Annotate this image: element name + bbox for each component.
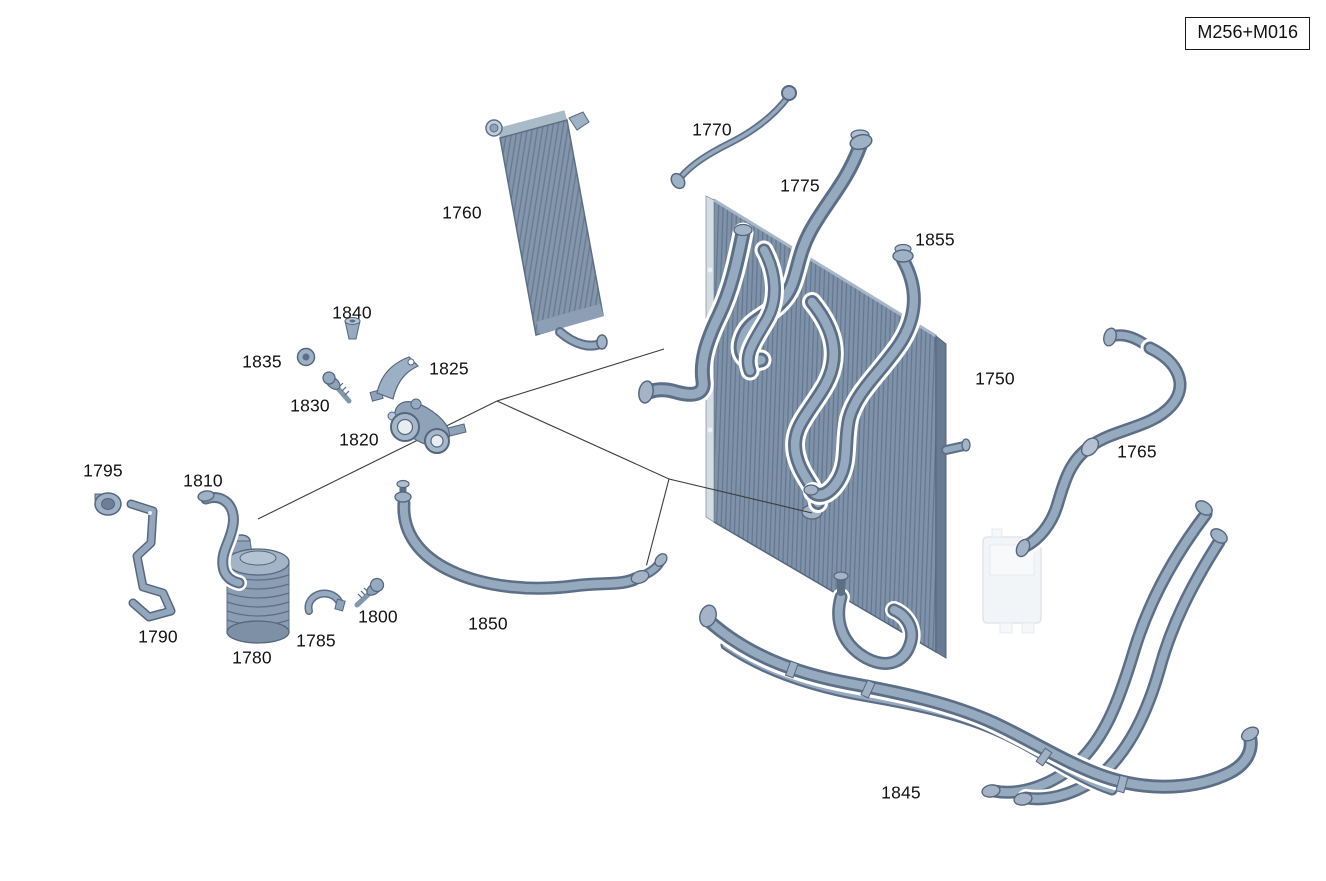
grommet-1835-drawing xyxy=(296,347,316,367)
callout-1820[interactable]: 1820 xyxy=(339,429,379,450)
hoses-1845-drawing xyxy=(697,571,1260,793)
callout-1835[interactable]: 1835 xyxy=(242,351,282,372)
callout-1770[interactable]: 1770 xyxy=(692,119,732,140)
screw-1800-drawing xyxy=(354,577,385,608)
hose-1855-drawing xyxy=(804,243,914,496)
callout-1775[interactable]: 1775 xyxy=(780,175,820,196)
hose-1810-drawing xyxy=(197,490,239,583)
thermostat-housing-1820-drawing xyxy=(387,398,467,454)
callout-1850[interactable]: 1850 xyxy=(468,613,508,634)
variant-code-box: M256+M016 xyxy=(1185,17,1310,50)
coolant-pipe-1770-drawing xyxy=(670,85,797,190)
small-radiator-1760-drawing xyxy=(485,110,608,351)
callout-1765[interactable]: 1765 xyxy=(1117,441,1157,462)
grommet-1840-drawing xyxy=(344,317,361,340)
callout-1825[interactable]: 1825 xyxy=(429,358,469,379)
cap-1795-drawing xyxy=(94,492,122,516)
clamp-1785-drawing xyxy=(304,589,346,615)
callout-1845[interactable]: 1845 xyxy=(881,782,921,803)
hose-1850-drawing xyxy=(395,479,668,589)
variant-code: M256+M016 xyxy=(1197,22,1298,42)
right-hose-pair-drawing xyxy=(981,500,1230,807)
callout-1785[interactable]: 1785 xyxy=(296,630,336,651)
water-pump-1780-drawing xyxy=(226,534,290,644)
hose-1775-drawing xyxy=(638,129,873,503)
callout-1810[interactable]: 1810 xyxy=(183,470,223,491)
callout-1855[interactable]: 1855 xyxy=(915,229,955,250)
callout-1800[interactable]: 1800 xyxy=(358,606,398,627)
callout-1760[interactable]: 1760 xyxy=(442,202,482,223)
bracket-1790-drawing xyxy=(126,499,176,622)
leader-lines xyxy=(257,348,813,572)
callout-1830[interactable]: 1830 xyxy=(290,395,330,416)
screw-1830-drawing xyxy=(322,371,352,404)
hose-1765-drawing xyxy=(1015,327,1180,558)
callout-1840[interactable]: 1840 xyxy=(332,302,372,323)
callout-1790[interactable]: 1790 xyxy=(138,626,178,647)
callout-1750[interactable]: 1750 xyxy=(975,368,1015,389)
bracket-1825-drawing xyxy=(369,356,420,402)
callout-1780[interactable]: 1780 xyxy=(232,647,272,668)
callout-1795[interactable]: 1795 xyxy=(83,460,123,481)
